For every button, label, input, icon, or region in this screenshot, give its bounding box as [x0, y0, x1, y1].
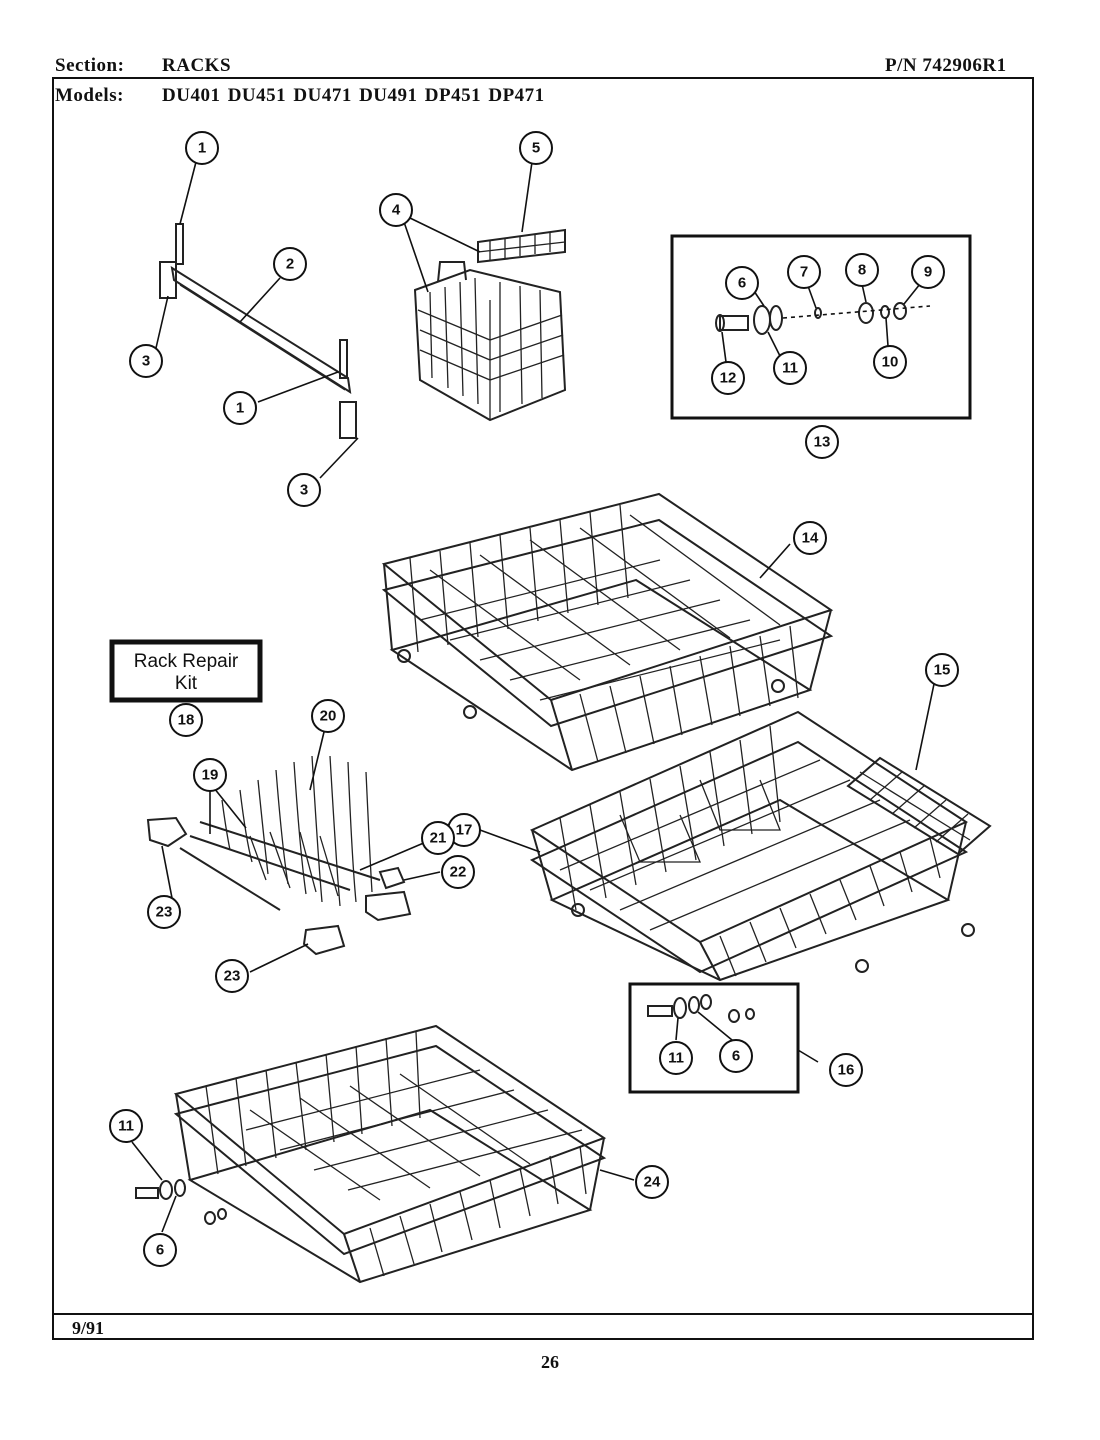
- models-value: DU401 DU451 DU471 DU491 DP451 DP471: [162, 85, 545, 106]
- svg-text:21: 21: [430, 830, 447, 847]
- svg-text:11: 11: [782, 360, 798, 377]
- svg-text:1: 1: [236, 400, 244, 417]
- svg-text:2: 2: [286, 256, 294, 273]
- upper-rack: [381, 492, 834, 772]
- callout-6a: 6: [725, 266, 759, 300]
- page-number: 26: [541, 1352, 559, 1372]
- kit-box-line1: Rack Repair: [134, 651, 239, 672]
- silverware-basket: [413, 228, 567, 422]
- svg-text:10: 10: [882, 354, 899, 371]
- callout-19: 19: [193, 758, 227, 792]
- revision-date: 9/91: [72, 1318, 105, 1338]
- svg-text:23: 23: [224, 968, 241, 985]
- part-number: P/N 742906R1: [885, 55, 1007, 76]
- svg-text:20: 20: [320, 708, 337, 725]
- callout-16: 16: [829, 1053, 863, 1087]
- svg-text:16: 16: [838, 1062, 855, 1079]
- callout-6c: 6: [143, 1233, 177, 1267]
- callout-15: 15: [925, 653, 959, 687]
- svg-text:24: 24: [644, 1174, 661, 1191]
- middle-rack: [529, 710, 975, 982]
- flip-shelf: [846, 756, 992, 856]
- kit-box-line2: Kit: [175, 673, 198, 694]
- callout-20: 20: [311, 699, 345, 733]
- section-label: Section:: [55, 55, 125, 76]
- callout-7: 7: [787, 255, 821, 289]
- svg-text:4: 4: [392, 202, 401, 219]
- callout-6b: 6: [719, 1039, 753, 1073]
- callout-22: 22: [441, 855, 475, 889]
- svg-text:3: 3: [300, 482, 308, 499]
- callout-11a: 11: [773, 351, 807, 385]
- rack-clips: [146, 816, 412, 956]
- lower-rack: [135, 1024, 607, 1284]
- svg-text:12: 12: [720, 370, 737, 387]
- svg-text:5: 5: [532, 140, 540, 157]
- section-value: RACKS: [162, 55, 232, 76]
- callout-23a: 23: [147, 895, 181, 929]
- svg-text:7: 7: [800, 264, 808, 281]
- svg-text:19: 19: [202, 767, 219, 784]
- leader-lines: [131, 161, 935, 1233]
- callout-8: 8: [845, 253, 879, 287]
- svg-text:15: 15: [934, 662, 951, 679]
- svg-text:6: 6: [732, 1048, 740, 1065]
- callout-10: 10: [873, 345, 907, 379]
- callout-11c: 11: [109, 1109, 143, 1143]
- models-label: Models:: [55, 85, 124, 106]
- svg-text:9: 9: [924, 264, 932, 281]
- callout-21: 21: [421, 821, 455, 855]
- callout-17: 17: [447, 813, 481, 847]
- callout-4: 4: [379, 193, 413, 227]
- callouts: 1 2 3 1 3 4 5 6 7 8 9 12 11 10 13 14 15 …: [109, 131, 959, 1267]
- svg-text:23: 23: [156, 904, 173, 921]
- callout-1b: 1: [223, 391, 257, 425]
- svg-text:11: 11: [668, 1050, 684, 1067]
- callout-5: 5: [519, 131, 553, 165]
- callout-9: 9: [911, 255, 945, 289]
- footer-rule: [52, 1313, 1034, 1315]
- svg-text:6: 6: [156, 1242, 164, 1259]
- svg-text:17: 17: [456, 822, 473, 839]
- callout-3a: 3: [129, 344, 163, 378]
- rack-slide-rail: [159, 223, 357, 439]
- rack-repair-kit-box: Rack Repair Kit: [109, 639, 263, 703]
- callout-24: 24: [635, 1165, 669, 1199]
- wheel-assembly-box: [670, 234, 972, 420]
- callout-18: 18: [169, 703, 203, 737]
- svg-text:11: 11: [118, 1118, 134, 1135]
- svg-text:13: 13: [814, 434, 831, 451]
- svg-text:6: 6: [738, 275, 746, 292]
- callout-3b: 3: [287, 473, 321, 507]
- callout-23b: 23: [215, 959, 249, 993]
- rack-wheel-parts: [647, 994, 755, 1023]
- callout-14: 14: [793, 521, 827, 555]
- wheel-assembly-parts: [715, 302, 931, 335]
- diagram-frame: [52, 77, 1034, 1340]
- callout-2: 2: [273, 247, 307, 281]
- svg-text:8: 8: [858, 262, 866, 279]
- rack-wheel-box: [628, 982, 800, 1094]
- callout-11b: 11: [659, 1041, 693, 1075]
- svg-text:18: 18: [178, 712, 195, 729]
- svg-text:14: 14: [802, 530, 819, 547]
- callout-1a: 1: [185, 131, 219, 165]
- callout-13: 13: [805, 425, 839, 459]
- svg-text:3: 3: [142, 353, 150, 370]
- tine-rows: [179, 755, 381, 911]
- svg-text:1: 1: [198, 140, 206, 157]
- svg-text:22: 22: [450, 864, 467, 881]
- callout-12: 12: [711, 361, 745, 395]
